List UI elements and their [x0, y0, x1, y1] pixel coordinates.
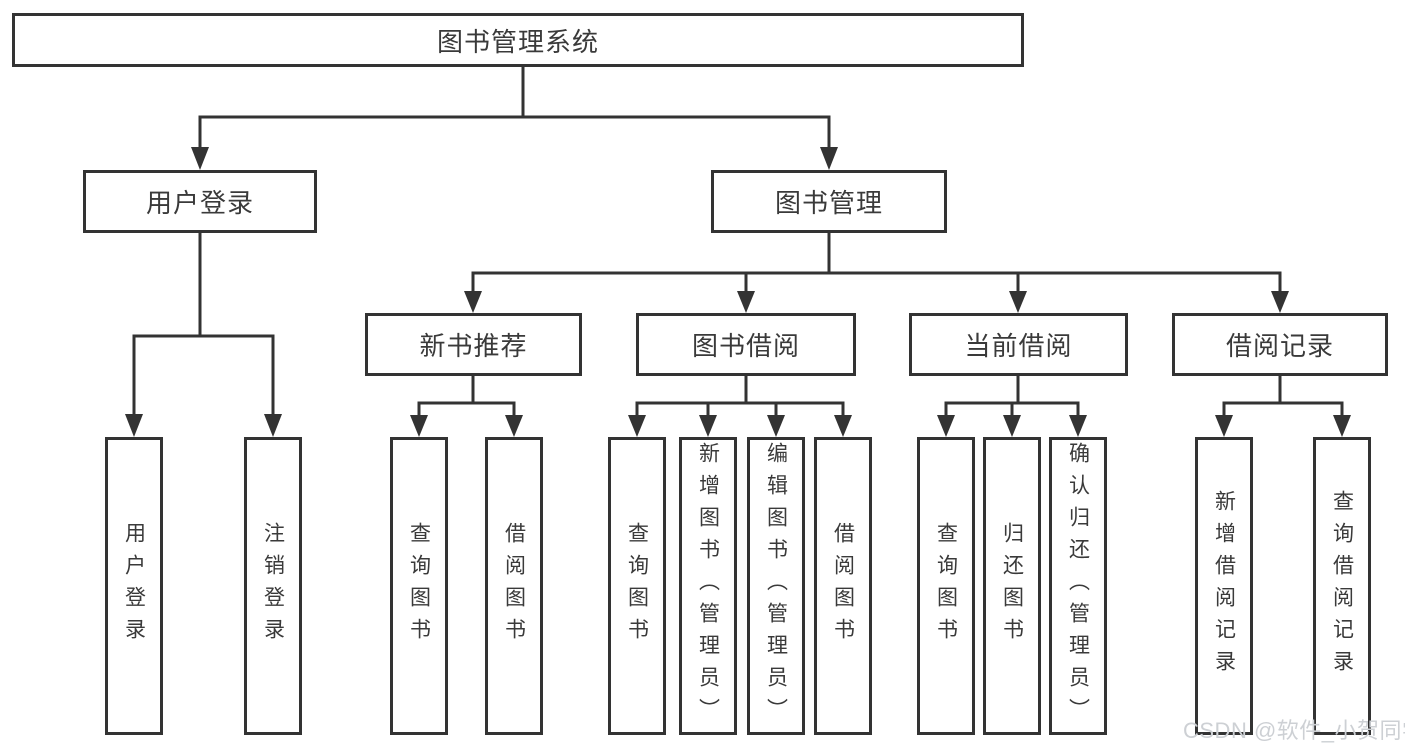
arrowheads: [125, 147, 1351, 437]
csdn-watermark: CSDN @软件_小贺同学: [1183, 718, 1405, 743]
node-book-manage: 图书管理: [711, 170, 947, 233]
leaf-query-books-recommend: 查询图书: [390, 437, 448, 735]
node-borrow-records: 借阅记录: [1172, 313, 1388, 376]
leaf-borrow-books-recommend: 借阅图书: [485, 437, 543, 735]
node-new-book-recommend: 新书推荐: [365, 313, 582, 376]
node-book-borrow: 图书借阅: [636, 313, 856, 376]
leaf-confirm-return-admin: 确认归还（管理员）: [1049, 437, 1107, 735]
leaf-query-borrow-record: 查询借阅记录: [1313, 437, 1371, 735]
leaf-return-book: 归还图书: [983, 437, 1041, 735]
node-root-book-management-system: 图书管理系统: [12, 13, 1024, 67]
leaf-logout: 注销登录: [244, 437, 302, 735]
leaf-query-books-current: 查询图书: [917, 437, 975, 735]
node-current-borrow: 当前借阅: [909, 313, 1128, 376]
leaf-borrow-books-borrow: 借阅图书: [814, 437, 872, 735]
leaf-query-books-borrow: 查询图书: [608, 437, 666, 735]
leaf-add-borrow-record: 新增借阅记录: [1195, 437, 1253, 735]
leaf-edit-book-admin: 编辑图书（管理员）: [747, 437, 805, 735]
node-user-login: 用户登录: [83, 170, 317, 233]
leaf-add-book-admin: 新增图书（管理员）: [679, 437, 737, 735]
leaf-user-login: 用户登录: [105, 437, 163, 735]
